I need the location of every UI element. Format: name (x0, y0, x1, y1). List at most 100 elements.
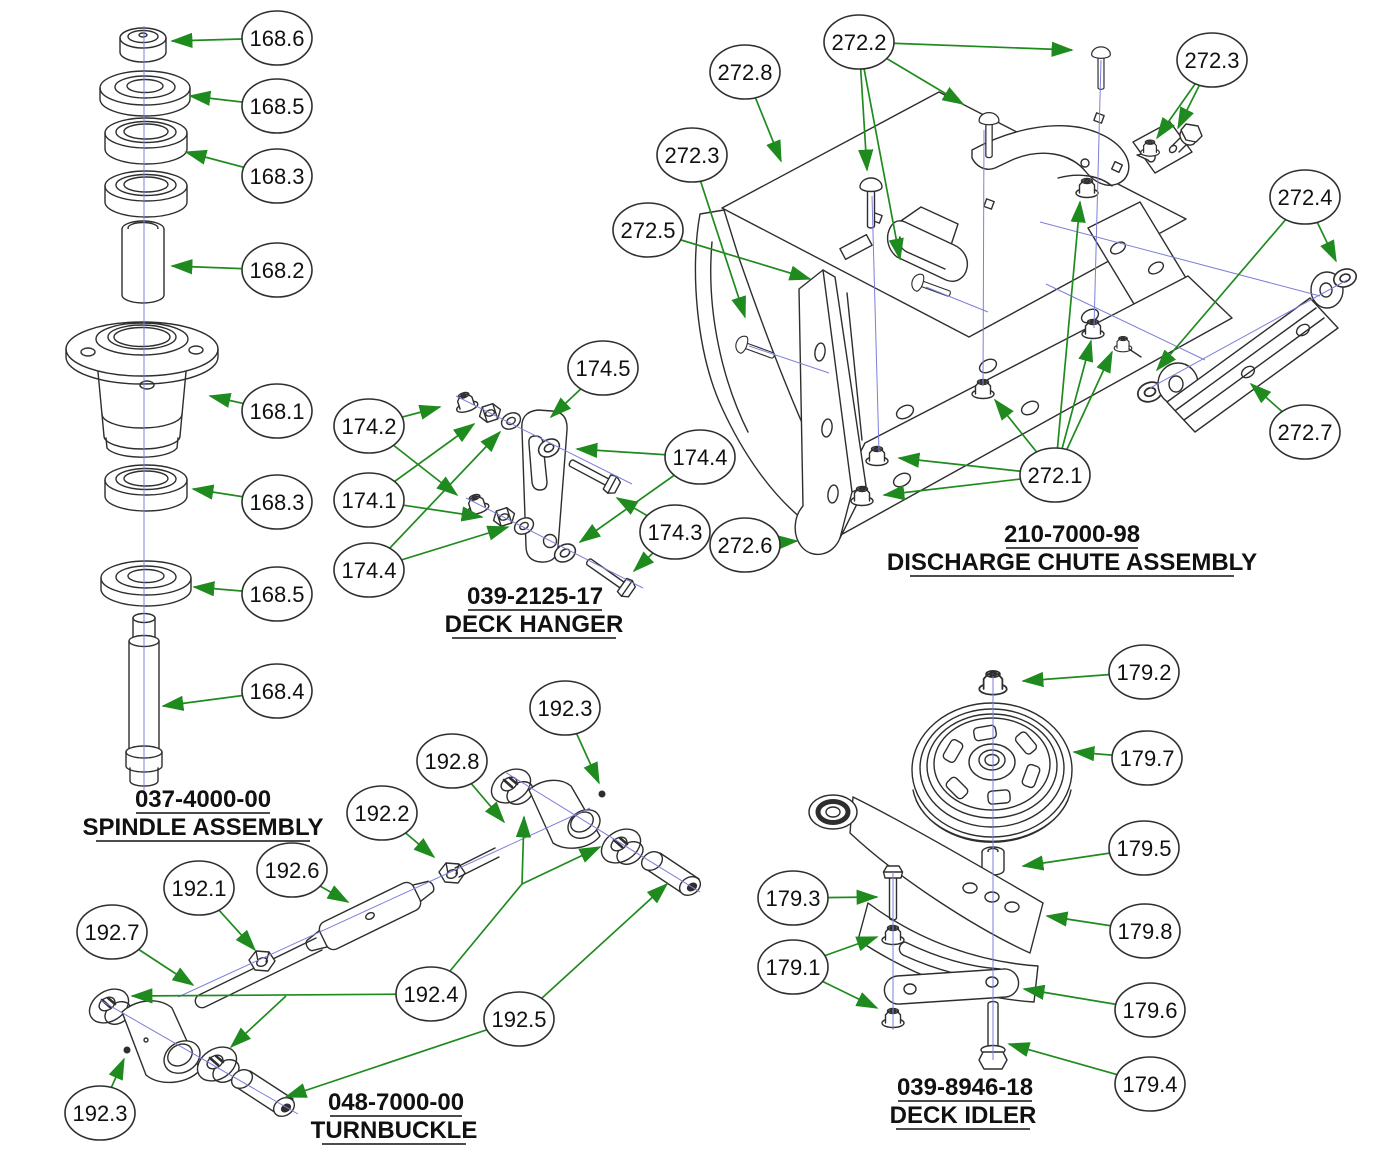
callout-label: 168.5 (249, 582, 304, 607)
callout-174.2: 174.2 (333, 398, 405, 454)
callout-272.3-b: 272.3 (1176, 32, 1248, 88)
spindle-sleeve (121, 220, 165, 304)
callout-168.3-b: 168.3 (241, 474, 313, 530)
callout-168.2: 168.2 (241, 242, 313, 298)
callout-192.7: 192.7 (76, 904, 148, 960)
hanger-washer-1 (497, 408, 525, 434)
callout-label: 179.5 (1116, 836, 1171, 861)
callout-192.3: 192.3 (529, 680, 601, 736)
callout-label: 179.8 (1117, 919, 1172, 944)
callout-168.6: 168.6 (241, 10, 313, 66)
discharge-chute-drawing (694, 46, 1360, 556)
callout-label: 272.2 (831, 30, 886, 55)
callout-192.8: 192.8 (416, 733, 488, 789)
deck-hanger-part-number: 039-2125-17 (467, 583, 603, 610)
callout-label: 192.7 (84, 920, 139, 945)
callout-label: 272.3 (1184, 48, 1239, 73)
turnbuckle-drawing (81, 760, 702, 1117)
callout-179.7: 179.7 (1111, 730, 1183, 786)
idler-pulley (911, 702, 1073, 843)
deck-hanger-title: DECK HANGER (445, 611, 624, 638)
spindle-part-number: 037-4000-00 (135, 786, 271, 813)
callout-label: 179.6 (1122, 998, 1177, 1023)
discharge-chute-part-number: 210-7000-98 (1004, 521, 1140, 548)
callout-179.3: 179.3 (757, 870, 829, 926)
spindle-seal-lower (100, 560, 192, 607)
callout-192.6: 192.6 (256, 842, 328, 898)
callout-168.4: 168.4 (241, 663, 313, 719)
callout-label: 272.7 (1277, 420, 1332, 445)
callout-168.1: 168.1 (241, 383, 313, 439)
discharge-chute-title: DISCHARGE CHUTE ASSEMBLY (887, 549, 1257, 576)
spindle-housing (65, 321, 219, 458)
deck-hanger-drawing (451, 388, 638, 601)
turnbuckle-title: TURNBUCKLE (311, 1117, 478, 1144)
callout-179.2: 179.2 (1108, 644, 1180, 700)
callout-272.2: 272.2 (823, 14, 895, 70)
callout-label: 192.5 (491, 1007, 546, 1032)
turnbuckle-rod (194, 937, 323, 1009)
callout-label: 179.2 (1116, 660, 1171, 685)
callout-label: 272.1 (1027, 463, 1082, 488)
callout-label: 168.1 (249, 399, 304, 424)
callout-label: 168.3 (249, 164, 304, 189)
callout-192.3-b: 192.3 (64, 1085, 136, 1141)
callout-272.7: 272.7 (1269, 404, 1341, 460)
callout-272.3: 272.3 (656, 127, 728, 183)
callout-label: 174.5 (575, 356, 630, 381)
callout-label: 168.5 (249, 94, 304, 119)
callout-174.1: 174.1 (333, 472, 405, 528)
callout-168.3: 168.3 (241, 148, 313, 204)
callout-label: 168.4 (249, 679, 304, 704)
callout-272.6: 272.6 (709, 517, 781, 573)
spindle-bearing-3 (104, 464, 188, 512)
callout-label: 192.6 (264, 858, 319, 883)
spindle-bearing-1 (104, 117, 188, 165)
callout-272.1: 272.1 (1019, 447, 1091, 503)
callout-label: 179.1 (765, 955, 820, 980)
idler-link-plate (883, 968, 1020, 1005)
callout-label: 192.2 (354, 801, 409, 826)
callout-174.4: 174.4 (333, 542, 405, 598)
chute-rear-channel (1134, 265, 1360, 433)
callout-label: 168.2 (249, 258, 304, 283)
callout-192.4: 192.4 (395, 966, 467, 1022)
callout-179.6: 179.6 (1114, 982, 1186, 1038)
callout-272.4: 272.4 (1269, 169, 1341, 225)
callout-label: 168.3 (249, 490, 304, 515)
callout-label: 179.7 (1119, 746, 1174, 771)
spindle-title: SPINDLE ASSEMBLY (83, 814, 324, 841)
hanger-flange-nut-1 (451, 388, 480, 416)
chute-floor-band (809, 275, 1233, 553)
callout-label: 272.8 (717, 60, 772, 85)
hanger-flange-nut-2 (462, 490, 491, 518)
turnbuckle-lower-housing (81, 980, 296, 1117)
turnbuckle-rod-2 (454, 847, 500, 878)
callout-label: 174.2 (341, 414, 396, 439)
callout-179.4: 179.4 (1114, 1056, 1186, 1112)
callout-179.5: 179.5 (1108, 820, 1180, 876)
callout-label: 272.5 (620, 218, 675, 243)
spindle-seal-upper (99, 70, 191, 117)
chute-flange-bolt-small (1113, 336, 1142, 358)
callout-label: 192.8 (424, 749, 479, 774)
chute-clamp-handle (971, 125, 1130, 187)
deck-idler-drawing (808, 670, 1073, 1070)
callout-label: 272.3 (664, 143, 719, 168)
axis-centerlines (99, 26, 1348, 1115)
callout-272.5: 272.5 (612, 202, 684, 258)
callout-168.5: 168.5 (241, 78, 313, 134)
chute-top-plate (721, 91, 1187, 338)
callout-label: 174.4 (672, 445, 727, 470)
callout-label: 168.6 (249, 26, 304, 51)
spindle-assembly-drawing (65, 27, 219, 787)
callout-179.1: 179.1 (757, 939, 829, 995)
callout-label: 272.4 (1277, 185, 1332, 210)
callout-label: 272.6 (717, 533, 772, 558)
callout-label: 192.3 (537, 696, 592, 721)
callout-label: 174.3 (647, 520, 702, 545)
deck-idler-part-number: 039-8946-18 (897, 1074, 1033, 1101)
callout-label: 179.4 (1122, 1072, 1177, 1097)
